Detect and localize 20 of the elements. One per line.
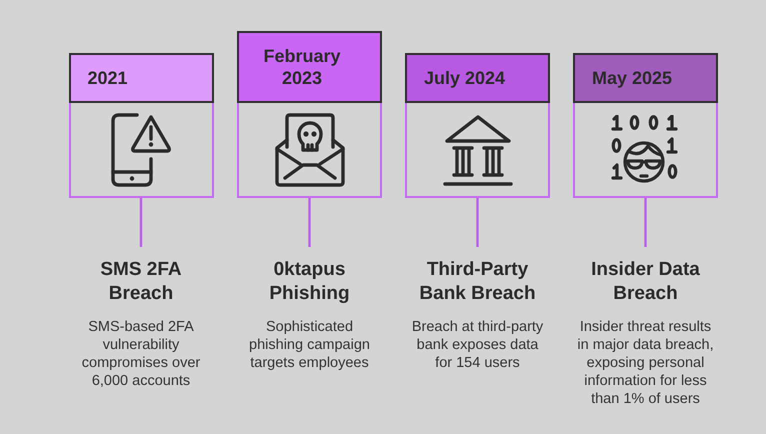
event-title: Insider Data Breach bbox=[590, 258, 701, 306]
event-card bbox=[68, 53, 214, 198]
connector-line bbox=[476, 198, 479, 247]
event-card bbox=[573, 53, 718, 198]
event-description: Sophisticated phishing campaign targets employees bbox=[248, 318, 371, 372]
date-header: February 2023 bbox=[237, 31, 382, 103]
date-header: May 2025 bbox=[573, 53, 718, 103]
connector-line bbox=[308, 198, 311, 247]
event-title: SMS 2FA Breach bbox=[99, 258, 183, 306]
connector-line bbox=[140, 198, 142, 247]
event-card bbox=[405, 53, 550, 198]
event-description: SMS-based 2FA vulnerability compromises over 6,000 accounts bbox=[80, 318, 202, 390]
event-description: Insider threat results in major data breach, exposing personal information for less than 1% of users bbox=[576, 318, 714, 408]
event-description: Breach at third-party bank exposes data for 154 users bbox=[410, 318, 544, 372]
event-title: Third-Party Bank Breach bbox=[418, 258, 537, 306]
connector-line bbox=[644, 198, 647, 247]
date-header: 2021 bbox=[68, 53, 214, 103]
event-title: 0ktapus Phishing bbox=[268, 258, 351, 306]
date-header: July 2024 bbox=[405, 53, 550, 103]
event-card bbox=[237, 31, 382, 198]
